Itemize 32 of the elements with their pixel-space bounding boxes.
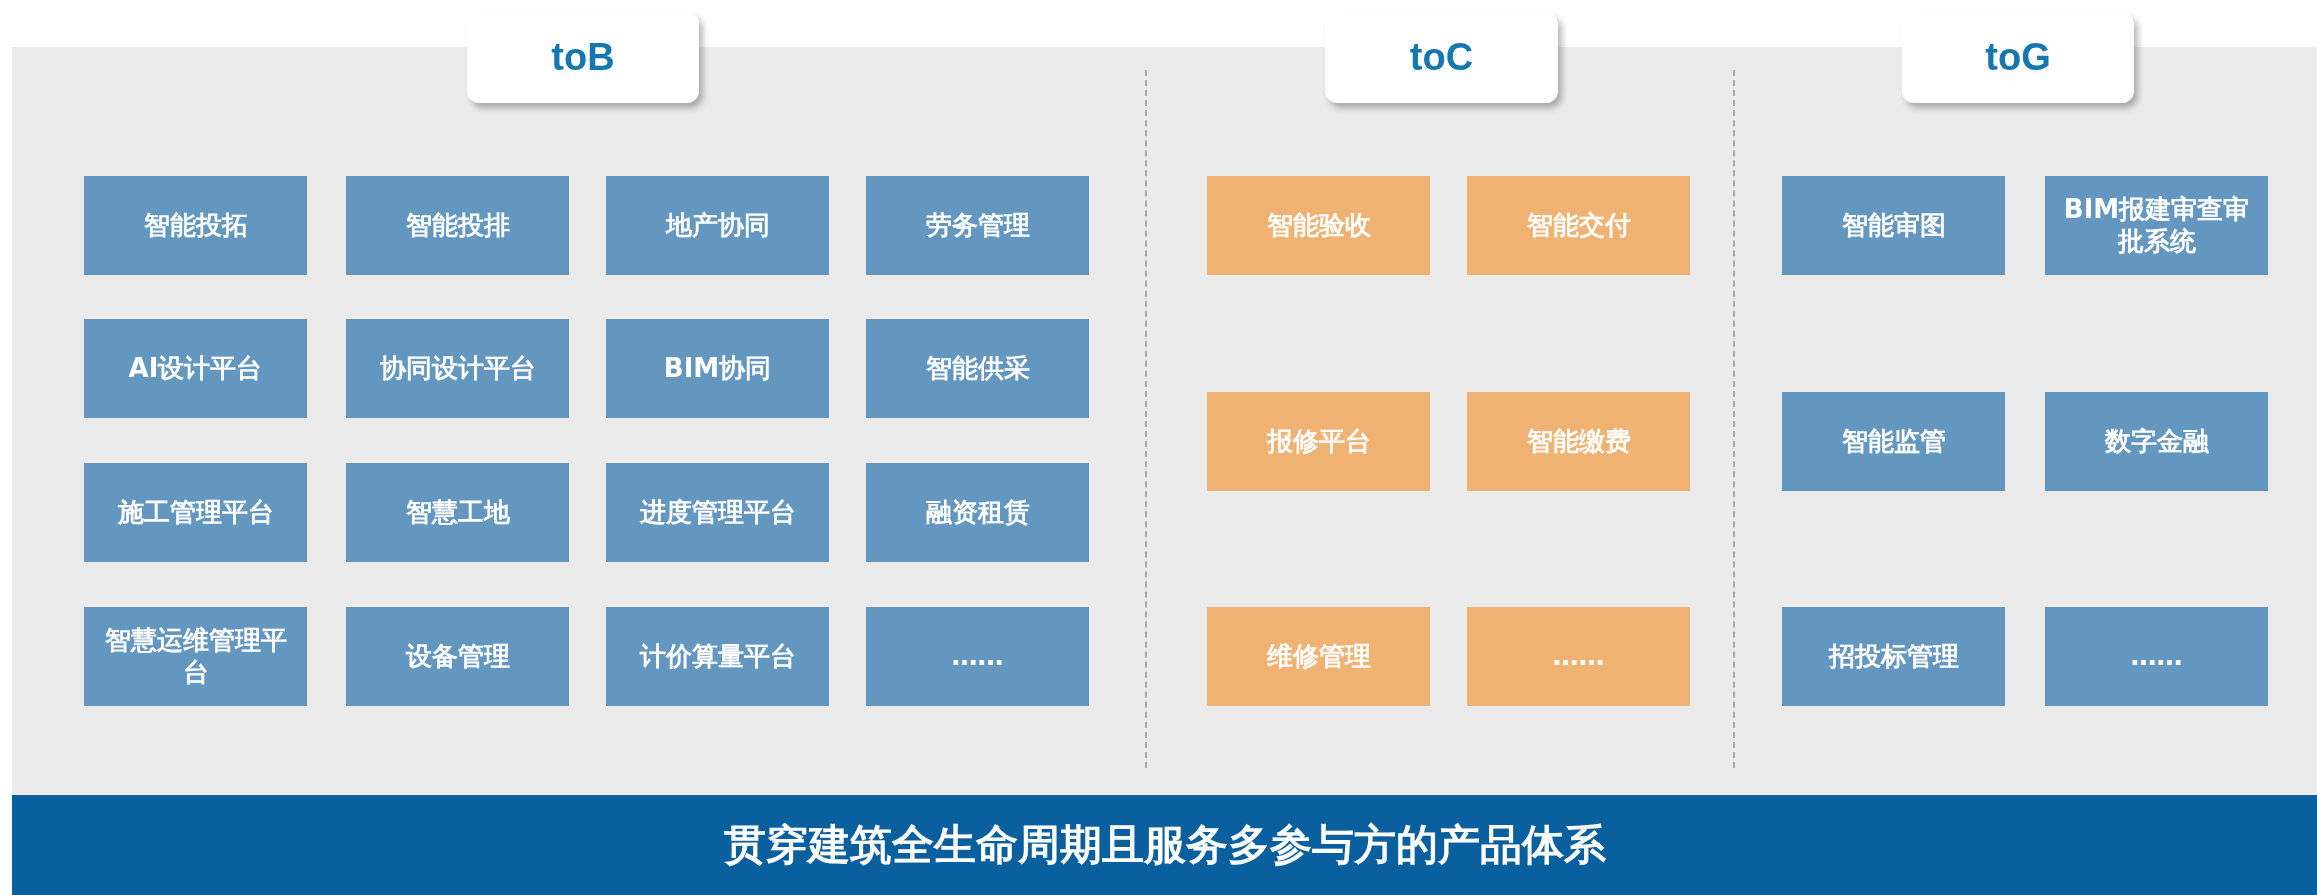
product-box: 维修管理: [1207, 607, 1430, 706]
product-box: 智能监管: [1782, 392, 2005, 491]
product-box: ……: [1467, 607, 1690, 706]
product-box: 智能缴费: [1467, 392, 1690, 491]
product-box: 施工管理平台: [84, 463, 307, 562]
product-box: 融资租赁: [866, 463, 1089, 562]
product-box: AI设计平台: [84, 319, 307, 418]
product-box: 智能交付: [1467, 176, 1690, 275]
product-box: 智能审图: [1782, 176, 2005, 275]
product-box: 智能投拓: [84, 176, 307, 275]
product-box: 报修平台: [1207, 392, 1430, 491]
product-box: 计价算量平台: [606, 607, 829, 706]
product-box: 数字金融: [2045, 392, 2268, 491]
category-tab: toG: [1902, 12, 2134, 103]
category-tab: toC: [1325, 12, 1558, 103]
product-box: BIM报建审查审批系统: [2045, 176, 2268, 275]
product-box: 智慧运维管理平台: [84, 607, 307, 706]
product-box: ……: [866, 607, 1089, 706]
product-box: 协同设计平台: [346, 319, 569, 418]
category-tab: toB: [467, 12, 699, 103]
product-box: 设备管理: [346, 607, 569, 706]
product-box: BIM协同: [606, 319, 829, 418]
product-box: 智能供采: [866, 319, 1089, 418]
product-box: 进度管理平台: [606, 463, 829, 562]
product-box: 招投标管理: [1782, 607, 2005, 706]
product-box: 智能投排: [346, 176, 569, 275]
product-box: 地产协同: [606, 176, 829, 275]
product-box: 智能验收: [1207, 176, 1430, 275]
product-box: ……: [2045, 607, 2268, 706]
product-box: 智慧工地: [346, 463, 569, 562]
product-box: 劳务管理: [866, 176, 1089, 275]
summary-banner: 贯穿建筑全生命周期且服务多参与方的产品体系: [12, 795, 2317, 895]
